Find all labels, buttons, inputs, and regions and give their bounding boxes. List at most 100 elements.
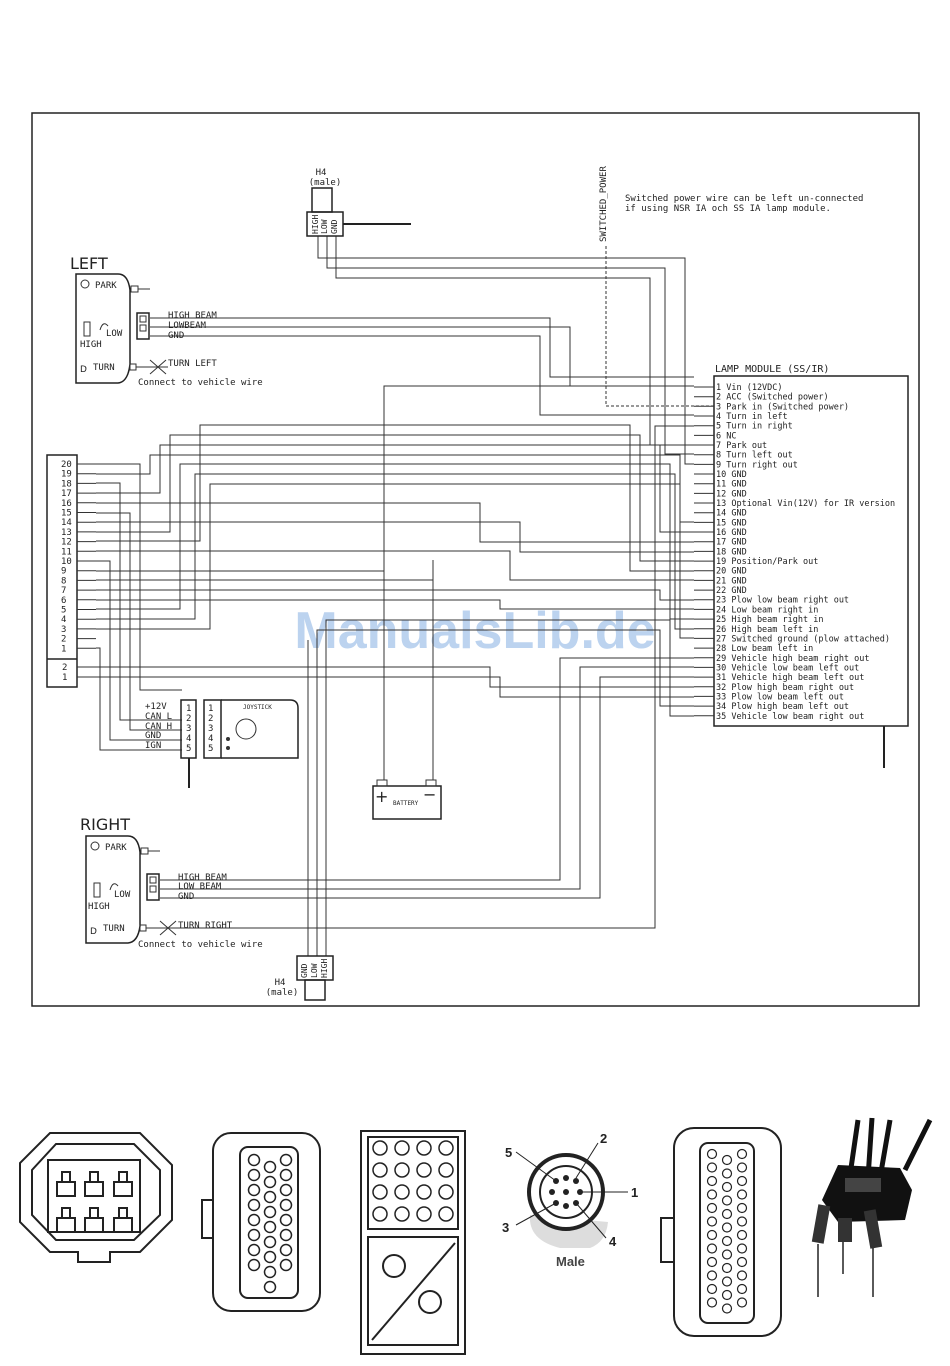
connector-20-pin-3: 3 xyxy=(61,625,66,635)
connector-20-pin-18: 18 xyxy=(61,479,72,489)
connector-6-pins xyxy=(56,1171,133,1233)
lamp-module-pin-35: 35 Vehicle low beam right out xyxy=(716,712,864,722)
wire-20 xyxy=(96,589,694,601)
lamp-module-pin-25: 25 High beam right in xyxy=(716,615,823,625)
joystick-a-pin-2: 2 xyxy=(186,714,191,724)
connector-20-pin-15: 15 xyxy=(61,509,72,519)
connector-24-pin xyxy=(263,1235,277,1249)
lamp-module-pin-22: 22 GND xyxy=(716,586,747,596)
connector-35-pin xyxy=(706,1216,718,1227)
connector-20-pin-7: 7 xyxy=(61,586,66,596)
h4-top-sub: (male) xyxy=(309,178,342,188)
left-turn-label: TURN xyxy=(93,363,115,373)
connector-24-pin xyxy=(263,1160,277,1174)
lamp-module-pin-24: 24 Low beam right in xyxy=(716,605,818,615)
right-high-label: HIGH xyxy=(88,902,110,912)
joystick-a-pin-4: 4 xyxy=(186,734,191,744)
lamp-module-pin-31: 31 Vehicle high beam left out xyxy=(716,673,864,683)
connector-24-pin xyxy=(279,1168,293,1182)
connector-24-pin xyxy=(263,1190,277,1204)
round-plug-pin-tr xyxy=(573,1178,579,1184)
right-plug-pin-a xyxy=(149,876,157,884)
lamp-module-title: LAMP MODULE (SS/IR) xyxy=(715,364,829,375)
lamp-module-pin-29: 29 Vehicle high beam right out xyxy=(716,654,870,664)
left-turn-cut-icon xyxy=(149,359,167,375)
right-title: RIGHT xyxy=(80,815,130,834)
h4-plug-window xyxy=(845,1178,881,1192)
lamp-module-pin-1: 1 Vin (12VDC) xyxy=(716,383,783,393)
right-turn-wire: TURN RIGHT xyxy=(178,921,233,931)
h4-top-name: H4 xyxy=(316,168,327,178)
battery-plus: + xyxy=(375,787,388,806)
right-headlamp: RIGHT PARK LOW HIGH D TURN HIGH BEAM LOW… xyxy=(80,815,263,950)
joystick-a-pin-3: 3 xyxy=(186,724,191,734)
connector-35-latch xyxy=(660,1217,674,1263)
connector-block-outer xyxy=(360,1130,466,1355)
connector-6-pin xyxy=(84,1217,104,1233)
connector-block-pin xyxy=(438,1206,454,1222)
connector-6-pin-tab xyxy=(89,1207,99,1219)
connector-block-pins xyxy=(372,1140,454,1222)
connector-24-pin xyxy=(247,1228,261,1242)
lamp-module-pin-6: 6 NC xyxy=(716,431,736,441)
wire-36 xyxy=(150,425,694,929)
connector-block-pin xyxy=(372,1184,388,1200)
diagram-frame xyxy=(31,112,920,1007)
left-connect-note: Connect to vehicle wire xyxy=(138,378,263,388)
left-wire-high: HIGH BEAM xyxy=(168,311,217,321)
connector-35-pin xyxy=(721,1168,733,1179)
lamp-module: LAMP MODULE (SS/IR) 1 Vin (12VDC)2 ACC (… xyxy=(694,364,909,768)
connector-block-pin xyxy=(416,1184,432,1200)
connector-24-pin xyxy=(263,1265,277,1279)
connector-20-pin-13: 13 xyxy=(61,528,72,538)
wire-22 xyxy=(96,463,694,620)
h4-plug-body xyxy=(822,1165,912,1222)
connector-35-pin xyxy=(706,1189,718,1200)
connector-35-pin xyxy=(736,1216,748,1227)
lamp-module-pin-27: 27 Switched ground (plow attached) xyxy=(716,634,890,644)
connector-35-pin xyxy=(706,1297,718,1308)
left-lamp-plug xyxy=(136,312,150,340)
connector-6-pin-tab xyxy=(89,1171,99,1183)
h4-top-connector: H4 (male) HIGH LOW GND xyxy=(306,168,411,237)
wire-10 xyxy=(96,444,694,533)
connector-24-pin xyxy=(263,1250,277,1264)
round-plug-pin-3: 3 xyxy=(502,1220,509,1235)
wire-28 xyxy=(383,385,694,780)
lamp-module-pin-28: 28 Low beam left in xyxy=(716,644,813,654)
left-plug-pin-b xyxy=(139,324,147,332)
connector-block-top xyxy=(367,1136,459,1230)
right-filament-icon xyxy=(109,883,119,891)
h4-plug-blade-3 xyxy=(863,1209,883,1249)
connector-24-pin xyxy=(279,1153,293,1167)
connector-20-pin-2: 2 xyxy=(61,635,66,645)
watermark: ManualsLib.de xyxy=(294,602,655,660)
connector-35-pin-picture xyxy=(660,1127,782,1337)
switched-power-group: SWITCHED_POWER Switched power wire can b… xyxy=(599,166,863,407)
joystick-a-pin-1: 1 xyxy=(186,704,191,714)
connector-35-pin xyxy=(736,1256,748,1268)
wire-17 xyxy=(96,560,182,741)
wire-27 xyxy=(96,676,694,698)
connector-block-pin xyxy=(394,1184,410,1200)
right-park-icon xyxy=(90,841,100,851)
round-plug-pin-4: 4 xyxy=(609,1234,617,1249)
connector-24-latch xyxy=(201,1199,213,1239)
connector-24-pin xyxy=(279,1213,293,1227)
connector-block-diagonal xyxy=(371,1242,456,1341)
h4-bottom-pin-2: LOW xyxy=(310,963,319,978)
connector-35-pin xyxy=(706,1270,718,1281)
right-turn-terminal xyxy=(139,924,147,932)
connector-35-pin xyxy=(736,1189,748,1200)
lamp-module-pin-11: 11 GND xyxy=(716,480,747,490)
lamp-module-pin-18: 18 GND xyxy=(716,547,747,557)
lamp-module-pin-13: 13 Optional Vin(12V) for IR version xyxy=(716,499,895,509)
round-plug-pin-c xyxy=(563,1189,569,1195)
connector-35-pin xyxy=(706,1229,718,1241)
battery-terminal-neg xyxy=(425,779,437,787)
lamp-module-pin-15: 15 GND xyxy=(716,518,747,528)
lamp-module-pin-4: 4 Turn in left xyxy=(716,412,788,422)
h4-plug-picture xyxy=(811,1117,933,1297)
connector-24-pin xyxy=(263,1220,277,1234)
wire-31 xyxy=(160,666,694,890)
